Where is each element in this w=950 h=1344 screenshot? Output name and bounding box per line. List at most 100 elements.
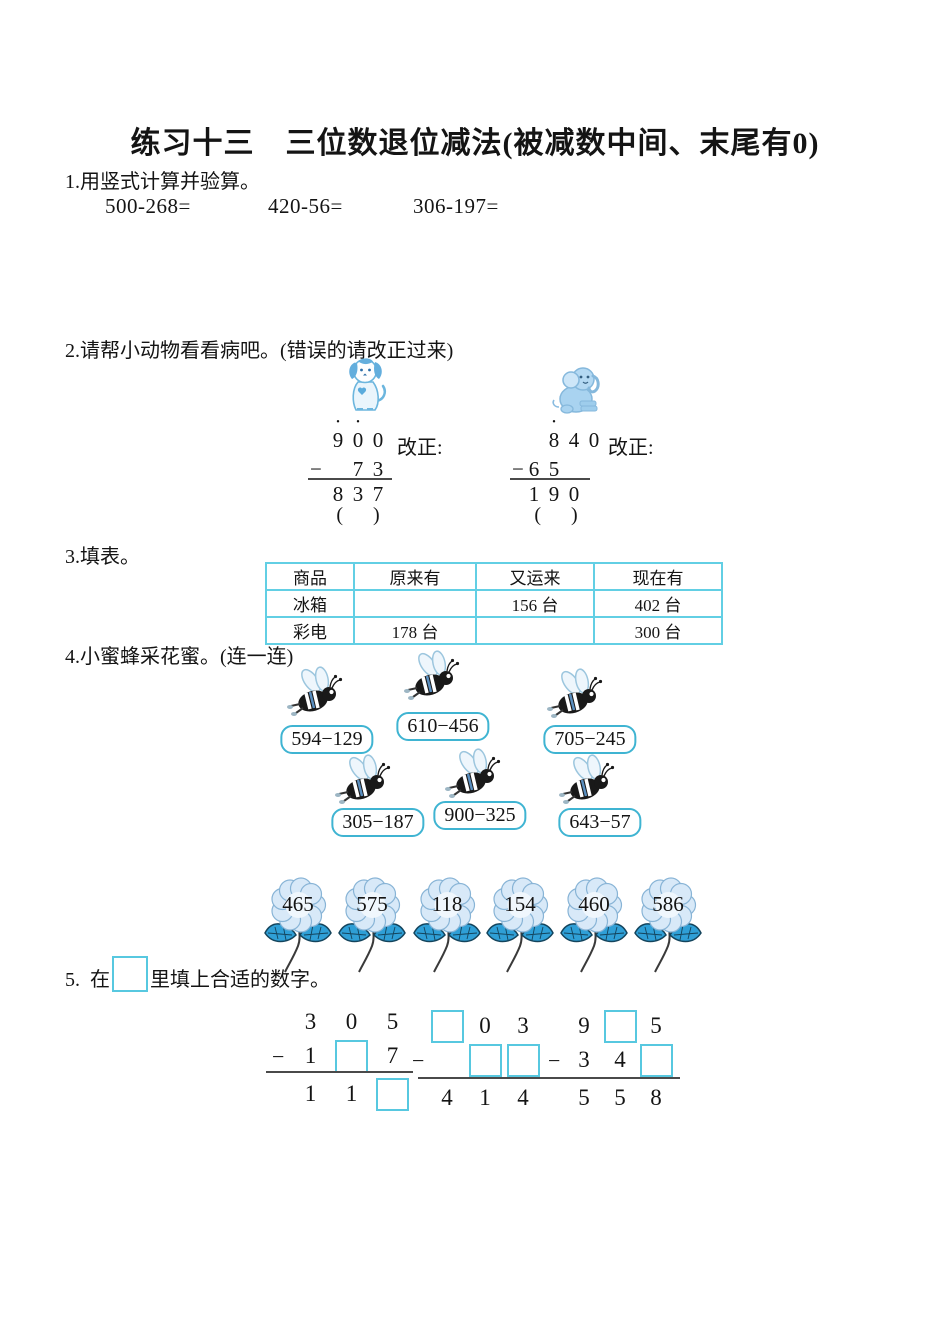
- table-row: 冰箱 156 台 402 台: [265, 589, 723, 618]
- table-cell-empty[interactable]: [475, 616, 595, 645]
- digit: 6: [528, 457, 540, 481]
- digit: 5: [578, 1085, 590, 1110]
- flower-value: 118: [431, 892, 463, 916]
- digit: 1: [528, 482, 540, 506]
- flower-icon[interactable]: 460: [557, 876, 631, 976]
- flower-icon[interactable]: 575: [335, 876, 409, 976]
- digit-box-cell: [372, 1074, 413, 1114]
- digit: 8: [544, 428, 564, 452]
- q5-calc1-minuend-row: 3 0 5: [290, 1008, 413, 1036]
- rule-line: [308, 478, 392, 480]
- digit-box-cell: [466, 1040, 504, 1080]
- bee-icon: [546, 668, 604, 727]
- digit: 0: [372, 428, 384, 452]
- q2-correct-label-1: 改正:: [397, 437, 443, 459]
- q5-calc2-minuend-row: 0 3: [428, 1006, 542, 1046]
- digit-box-cell: [428, 1006, 466, 1046]
- fill-box[interactable]: [468, 1043, 502, 1077]
- bee-expression[interactable]: 594−129: [280, 725, 374, 754]
- fill-box[interactable]: [506, 1043, 540, 1077]
- digit: 5: [386, 1009, 399, 1034]
- table-cell: 300 台: [593, 616, 723, 645]
- digit: 9: [548, 482, 560, 506]
- digit: 5: [614, 1085, 626, 1110]
- bee-expression[interactable]: 305−187: [331, 808, 425, 837]
- digit: 4: [614, 1047, 626, 1072]
- bee-expression[interactable]: 643−57: [558, 808, 642, 837]
- q5-calc3-subtrahend-row: 3 4: [566, 1040, 674, 1080]
- bee-expression[interactable]: 900−325: [433, 801, 527, 830]
- q5-label-prefix: 5. 在: [65, 969, 110, 991]
- flower-value: 154: [504, 892, 536, 916]
- flower-icon[interactable]: 586: [631, 876, 705, 976]
- flower-value: 465: [282, 892, 314, 916]
- table-cell-empty[interactable]: [353, 589, 477, 618]
- fill-box[interactable]: [639, 1043, 673, 1077]
- flower-value: 575: [356, 892, 388, 916]
- q5-calc1-subtrahend-row: 1 7: [290, 1036, 413, 1076]
- q2-calc-elephant: 8 4 0 − 6 5 1 9 0 ( ): [510, 428, 632, 528]
- digit: 9: [328, 428, 348, 452]
- digit: 9: [578, 1013, 590, 1038]
- fill-box[interactable]: [376, 1077, 409, 1111]
- table-row: 彩电 178 台 300 台: [265, 616, 723, 645]
- digit: 4: [568, 428, 580, 452]
- digit: 0: [345, 1009, 358, 1034]
- digit: 1: [304, 1081, 317, 1106]
- flower-value: 460: [578, 892, 610, 916]
- q2-correct-label-2: 改正:: [608, 437, 654, 459]
- judge-blank[interactable]: ( ): [336, 504, 380, 526]
- q3-table: 商品 原来有 又运来 现在有 冰箱 156 台 402 台 彩电 178 台 3…: [265, 562, 723, 645]
- fill-box[interactable]: [112, 956, 148, 992]
- digit: 1: [304, 1043, 317, 1068]
- digit: 0: [479, 1013, 491, 1038]
- bee-icon: [403, 650, 461, 709]
- subtrahend-row: 6 5: [524, 457, 584, 481]
- col-header: 商品: [265, 562, 355, 591]
- digit: 8: [650, 1085, 662, 1110]
- table-cell: 冰箱: [265, 589, 355, 618]
- fill-box[interactable]: [430, 1009, 464, 1043]
- q4-label: 4.小蜜蜂采花蜜。(连一连): [65, 646, 294, 668]
- fill-box[interactable]: [603, 1009, 637, 1043]
- digit: 3: [517, 1013, 529, 1038]
- digit: 3: [578, 1047, 590, 1072]
- flower-value: 586: [652, 892, 684, 916]
- q5-label: 5. 在 里填上合适的数字。: [65, 956, 330, 992]
- digit: 4: [441, 1085, 453, 1110]
- bee-expression[interactable]: 610−456: [396, 712, 490, 741]
- flower-icon[interactable]: 118: [410, 876, 484, 976]
- digit: 7: [352, 457, 364, 481]
- fill-box[interactable]: [335, 1039, 368, 1073]
- q5-calc3-minuend-row: 9 5: [566, 1006, 674, 1046]
- rule-line: [510, 478, 590, 480]
- flower-icon[interactable]: 154: [483, 876, 557, 976]
- table-cell: 178 台: [353, 616, 477, 645]
- minus-sign: −: [310, 457, 322, 481]
- judge-blank[interactable]: ( ): [534, 504, 578, 526]
- digit: 7: [386, 1043, 399, 1068]
- digit-empty: [428, 1040, 466, 1080]
- bee-expression[interactable]: 705−245: [543, 725, 637, 754]
- minus-sign: −: [512, 457, 524, 481]
- digit: 7: [372, 482, 384, 506]
- minuend-row: 9 0 0: [328, 428, 388, 452]
- q5-calc2-subtrahend-row: [428, 1040, 542, 1080]
- digit: 3: [352, 482, 364, 506]
- result-row: 8 3 7: [328, 482, 388, 506]
- minus-sign: −: [412, 1048, 425, 1073]
- digit-box-cell: [638, 1040, 674, 1080]
- rule-line: [418, 1077, 680, 1079]
- q2-calc-dog: 9 0 0 − 7 3 8 3 7 ( ): [308, 428, 430, 528]
- col-header: 现在有: [593, 562, 723, 591]
- digit: 3: [304, 1009, 317, 1034]
- table-cell: 402 台: [593, 589, 723, 618]
- q5-calc3-result-row: 5 5 8: [566, 1084, 674, 1112]
- flower-icon[interactable]: 465: [261, 876, 335, 976]
- table-cell: 156 台: [475, 589, 595, 618]
- digit: 5: [548, 457, 560, 481]
- page-title: 练习十三 三位数退位减法(被减数中间、末尾有0): [130, 127, 820, 160]
- subtrahend-row: 7 3: [328, 457, 388, 481]
- digit: 5: [650, 1013, 662, 1038]
- digit: 3: [372, 457, 384, 481]
